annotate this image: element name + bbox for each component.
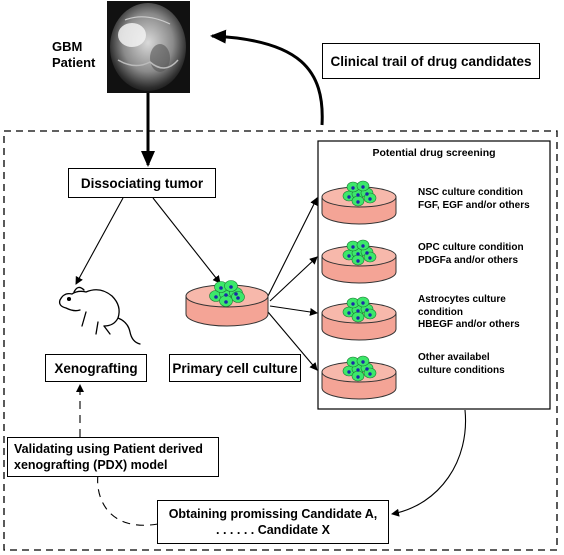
patient-label: GBM Patient bbox=[52, 39, 96, 71]
cell-cluster bbox=[209, 280, 245, 307]
screening-dish-3 bbox=[321, 296, 397, 341]
candidates-box: Obtaining promissing Candidate A, . . . … bbox=[157, 500, 389, 544]
xenografting-label: Xenografting bbox=[54, 360, 138, 376]
dashed-frame bbox=[3, 130, 558, 551]
arrow-trial-to-patient bbox=[210, 29, 324, 126]
arrow-to-dish-4 bbox=[267, 311, 318, 371]
screening-dish-2 bbox=[321, 239, 397, 284]
screening-title: Potential drug screening bbox=[372, 147, 496, 159]
clinical-trial-box: Clinical trail of drug candidates bbox=[322, 43, 540, 79]
screening-dish-4 bbox=[321, 355, 397, 400]
arrow-to-primary-culture bbox=[152, 197, 221, 284]
arrow-to-xenograft bbox=[75, 197, 124, 285]
dissociating-box: Dissociating tumor bbox=[68, 168, 216, 198]
primary-culture-dish bbox=[185, 280, 269, 327]
mouse-icon bbox=[58, 286, 141, 345]
condition-label-4: Other availabel culture conditions bbox=[418, 352, 505, 376]
primary-culture-label: Primary cell culture bbox=[172, 360, 298, 376]
condition-label-2: OPC culture condition PDGFa and/or other… bbox=[418, 242, 524, 266]
primary-culture-box: Primary cell culture bbox=[169, 354, 301, 382]
arrow-candidates-to-validating bbox=[97, 473, 159, 526]
arrow-to-dish-3 bbox=[269, 305, 318, 316]
arrow-to-dish-2 bbox=[269, 256, 318, 302]
mri-brain-image bbox=[107, 1, 190, 93]
candidates-label: Obtaining promissing Candidate A, . . . … bbox=[168, 506, 378, 537]
arrow-to-dish-1 bbox=[267, 197, 318, 297]
validating-label: Validating using Patient derived xenogra… bbox=[14, 441, 203, 472]
xenografting-box: Xenografting bbox=[45, 354, 147, 382]
screening-dish-1 bbox=[321, 180, 397, 225]
validating-box: Validating using Patient derived xenogra… bbox=[7, 437, 219, 477]
condition-label-1: NSC culture condition FGF, EGF and/or ot… bbox=[418, 187, 530, 211]
condition-label-3: Astrocytes culture condition HBEGF and/o… bbox=[418, 294, 520, 330]
arrow-screening-to-candidates bbox=[391, 409, 467, 517]
dissociating-label: Dissociating tumor bbox=[80, 175, 204, 191]
clinical-trial-label: Clinical trail of drug candidates bbox=[330, 53, 532, 69]
